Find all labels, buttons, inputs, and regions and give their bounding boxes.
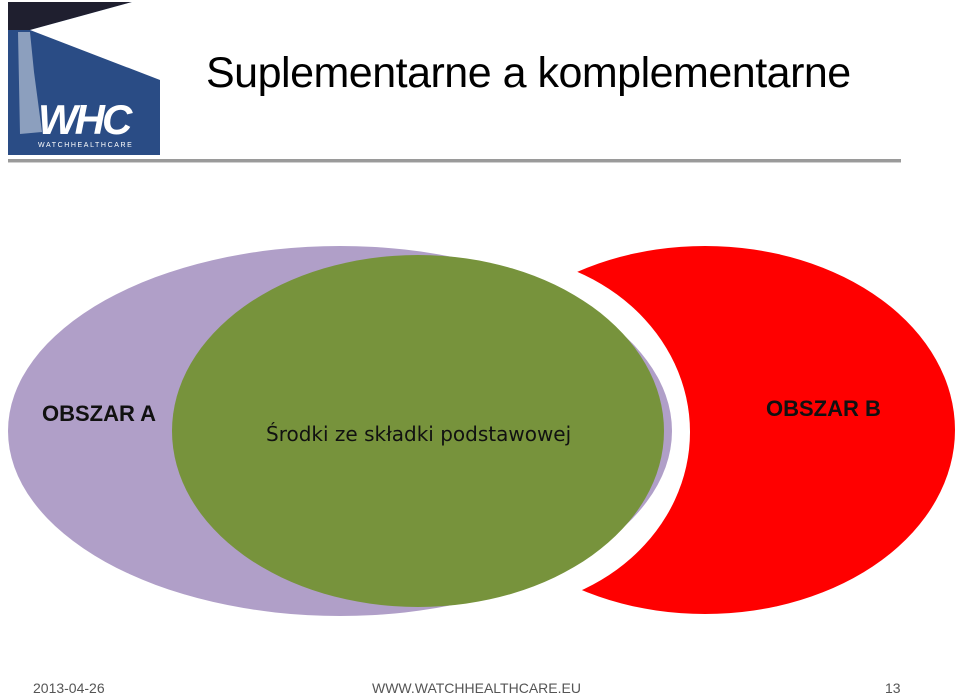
logo-text: WATCHHEALTHCARE: [38, 142, 133, 149]
svg-text:WHC: WHC: [38, 96, 133, 143]
area-a-label: OBSZAR A: [42, 401, 157, 426]
footer-date: 2013-04-26: [33, 680, 105, 696]
title-divider: [8, 159, 901, 163]
center-label: Środki ze składki podstawowej: [266, 422, 572, 446]
slide-title: Suplementarne a komplementarne: [206, 49, 851, 97]
watchhealthcare-logo: WHC WATCHHEALTHCARE: [8, 2, 160, 155]
footer-url: WWW.WATCHHEALTHCARE.EU: [372, 680, 581, 696]
area-b-label: OBSZAR B: [766, 396, 881, 421]
center-ellipse: [172, 255, 664, 607]
venn-diagram: [8, 246, 955, 616]
page-number: 13: [885, 680, 901, 696]
